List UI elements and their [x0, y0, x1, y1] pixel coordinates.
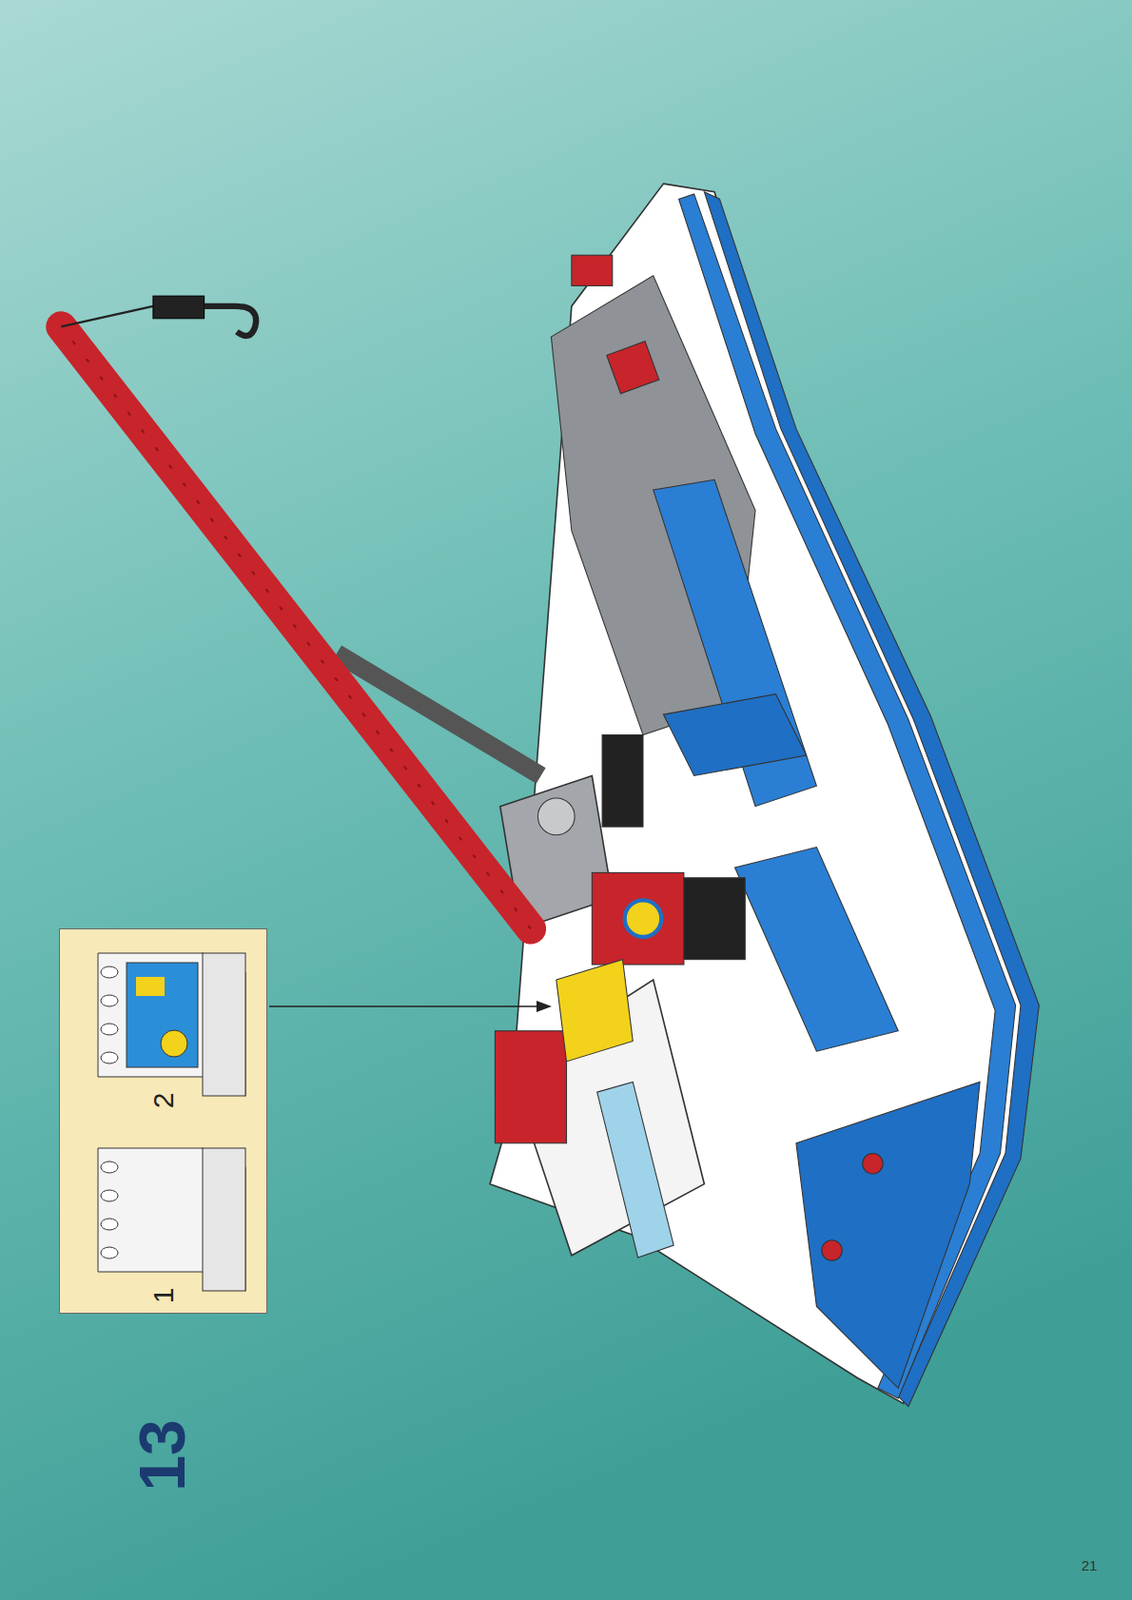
leader-arrow [269, 1005, 543, 1008]
boat [60, 183, 1039, 1406]
inset-panel: 12 [58, 928, 268, 1314]
sub-step-number: 1 [147, 1288, 180, 1305]
step-number: 13 [124, 1419, 199, 1492]
arrowhead [536, 1000, 552, 1013]
sub-step-number: 2 [147, 1092, 180, 1110]
page-number: 21 [1081, 1557, 1098, 1574]
inset-parts [59, 929, 269, 1315]
